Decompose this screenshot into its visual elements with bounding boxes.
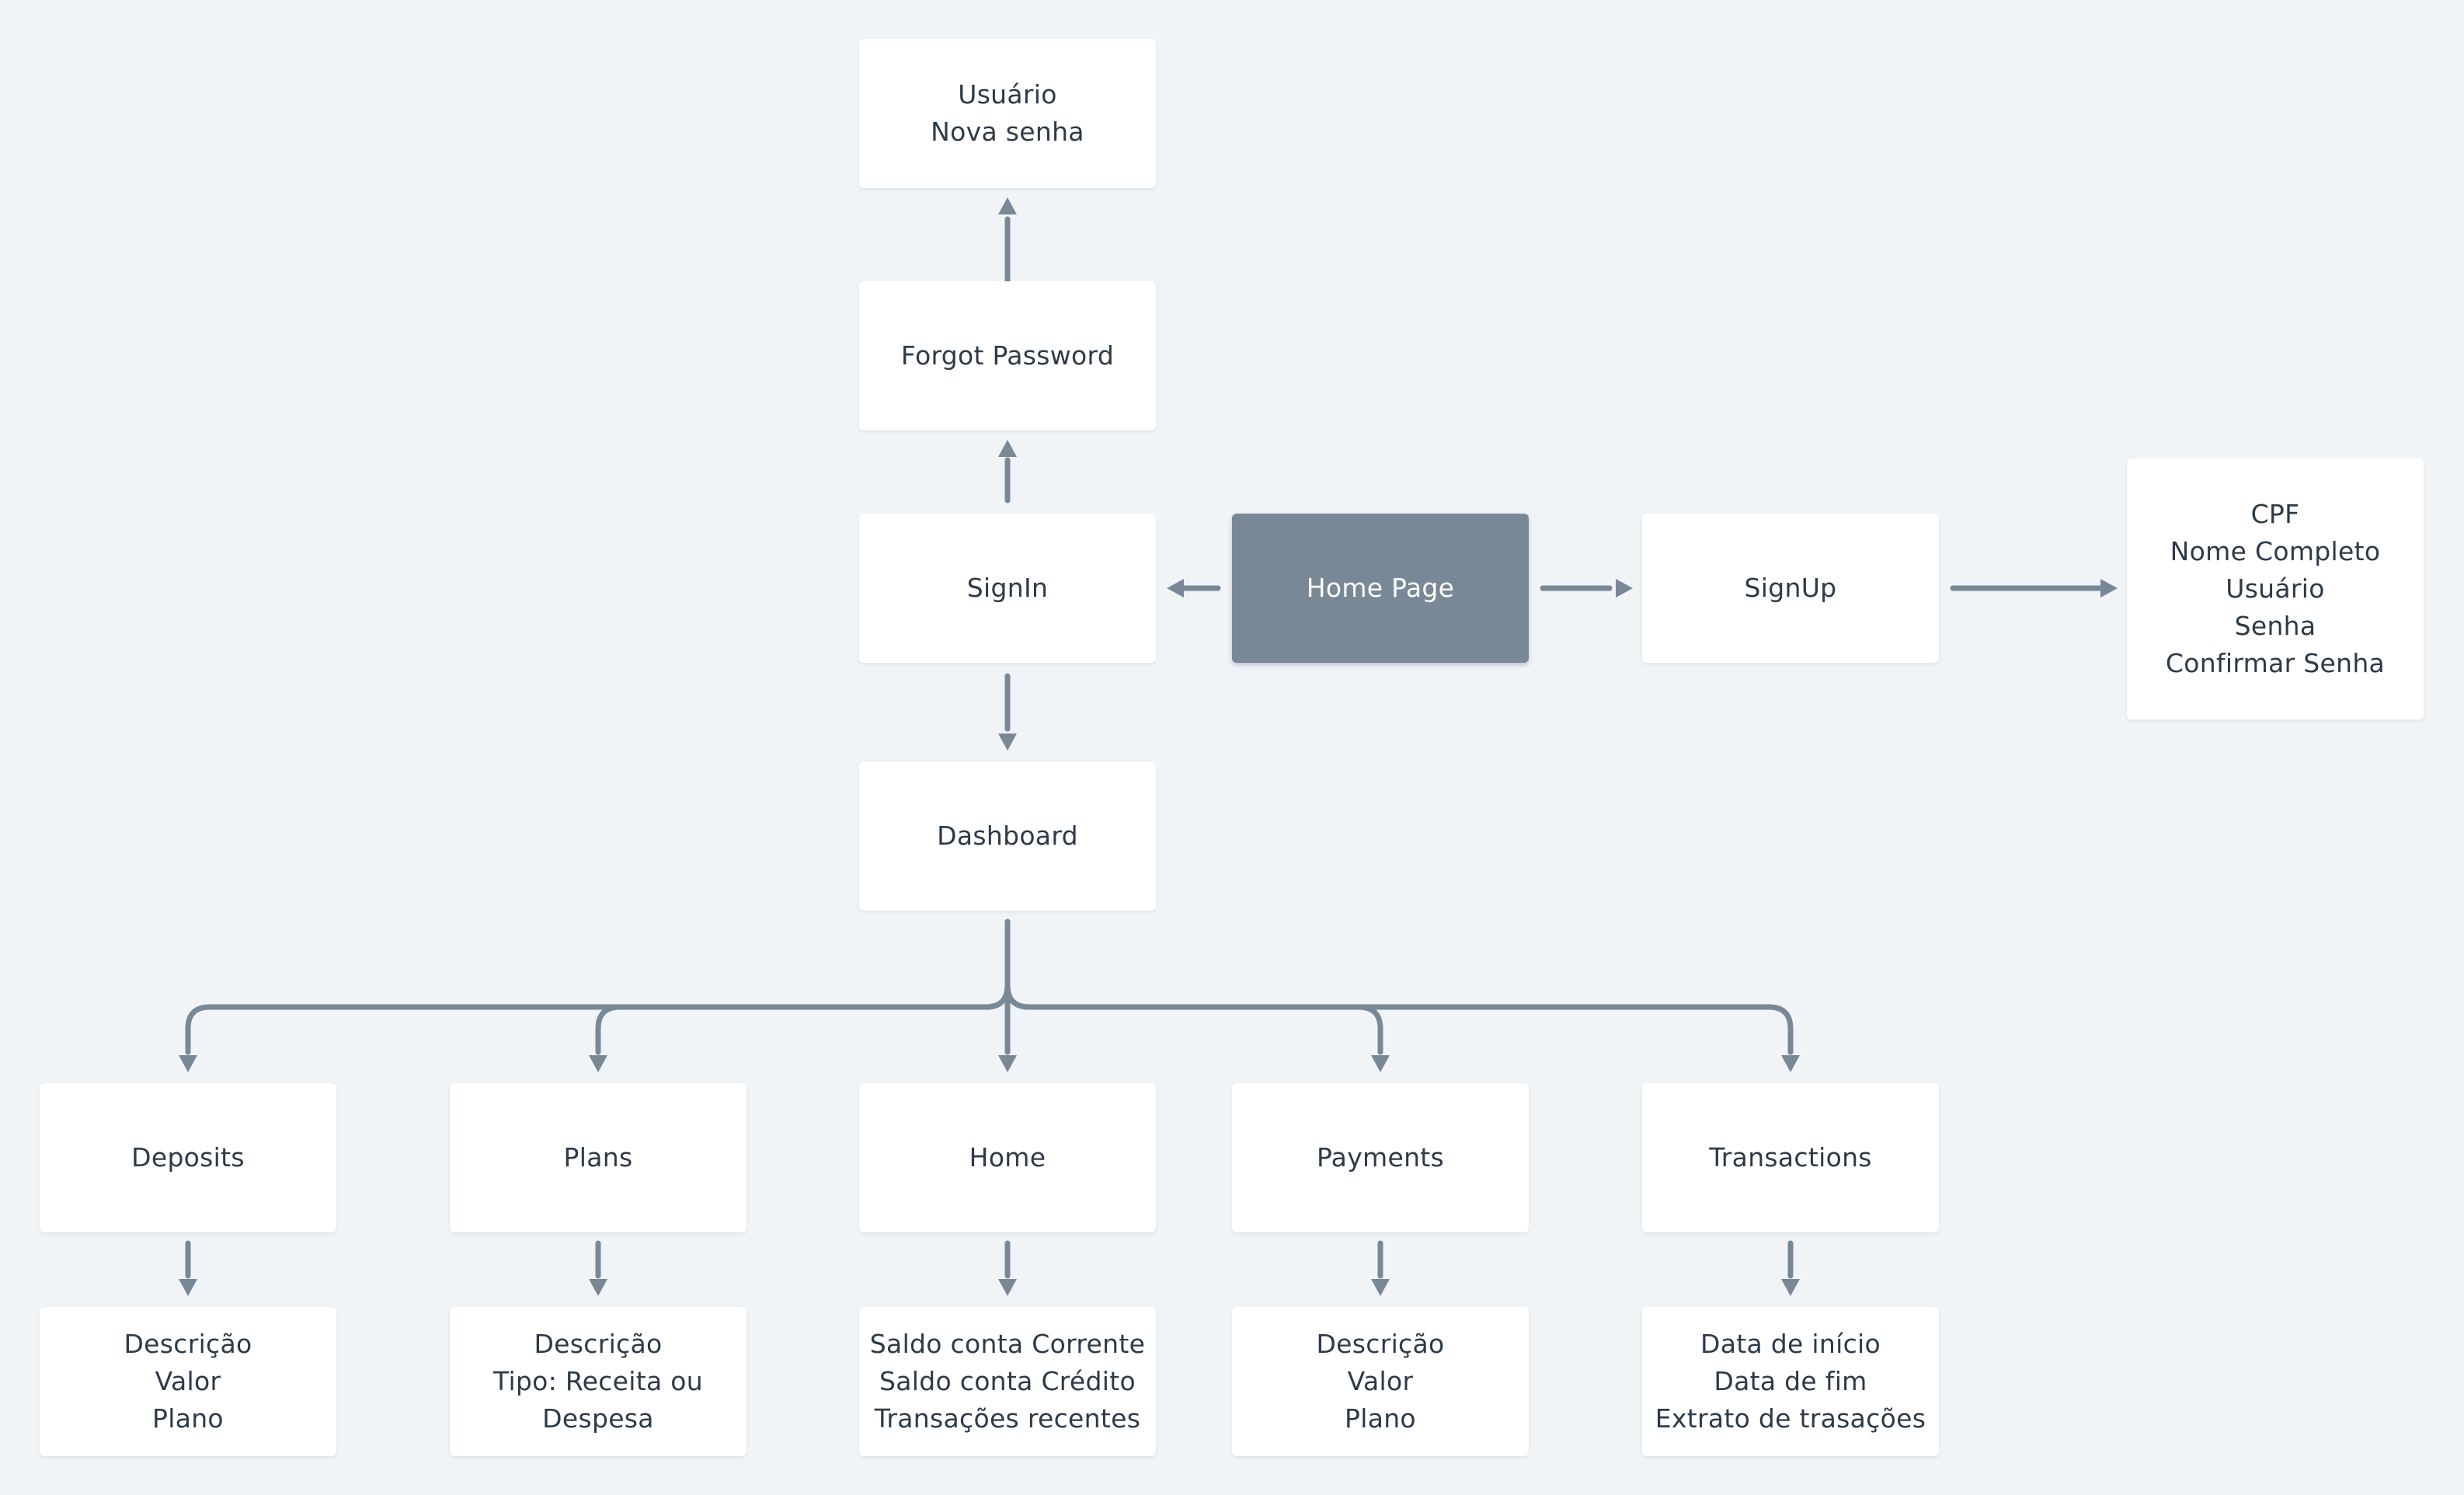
node-transactions-details[interactable]: Data de início Data de fim Extrato de tr… xyxy=(1642,1307,1939,1456)
node-text-line: Plano xyxy=(152,1403,224,1434)
node-text-line: Data de fim xyxy=(1714,1366,1867,1396)
node-text-line: Payments xyxy=(1316,1142,1445,1173)
arrowhead-down xyxy=(1781,1279,1800,1296)
node-text-line: Extrato de trasações xyxy=(1655,1403,1926,1434)
node-text-line: Transações recentes xyxy=(874,1403,1141,1434)
arrowhead-down xyxy=(998,1279,1017,1296)
connector-dashboard-payments xyxy=(1004,982,1383,1055)
node-text-line: Valor xyxy=(155,1366,221,1396)
arrowhead-down xyxy=(179,1279,197,1296)
arrowhead-up xyxy=(998,440,1017,457)
node-text-line: Nova senha xyxy=(931,117,1084,147)
node-text-line: CPF xyxy=(2250,499,2300,529)
connector-dashboard-plans xyxy=(595,982,1011,1055)
node-text-line: Data de início xyxy=(1700,1329,1881,1359)
node-text-line: Tipo: Receita ou xyxy=(493,1366,703,1396)
node-signup[interactable]: SignUp xyxy=(1642,514,1939,663)
node-transactions[interactable]: Transactions xyxy=(1642,1083,1939,1232)
node-text-line: Valor xyxy=(1347,1366,1414,1396)
arrowhead-down xyxy=(1781,1055,1800,1072)
node-payments-details[interactable]: Descrição Valor Plano xyxy=(1232,1307,1529,1456)
node-text-line: Descrição xyxy=(124,1329,252,1359)
node-text-line: Confirmar Senha xyxy=(2165,648,2386,678)
node-forgot-password[interactable]: Forgot Password xyxy=(859,281,1156,430)
node-text-line: Transactions xyxy=(1709,1142,1872,1173)
arrowhead-down xyxy=(589,1279,607,1296)
node-text-line: Usuário xyxy=(958,79,1057,110)
node-signin[interactable]: SignIn xyxy=(859,514,1156,663)
node-text-line: Nome Completo xyxy=(2170,536,2381,566)
node-text-line: Despesa xyxy=(542,1403,654,1434)
node-text-line: Saldo conta Corrente xyxy=(869,1329,1146,1359)
node-signup-fields[interactable]: CPF Nome Completo Usuário Senha Confirma… xyxy=(2127,458,2424,720)
node-payments[interactable]: Payments xyxy=(1232,1083,1529,1232)
connector-dashboard-transactions xyxy=(1004,982,1794,1055)
node-text-line: SignUp xyxy=(1744,573,1837,603)
node-dashboard[interactable]: Dashboard xyxy=(859,761,1156,911)
node-text-line: Usuário xyxy=(2226,573,2325,604)
arrowhead-down xyxy=(998,734,1017,751)
node-text-line: Home xyxy=(969,1142,1046,1173)
node-usuario-nova-senha[interactable]: Usuário Nova senha xyxy=(859,39,1156,188)
node-deposits-details[interactable]: Descrição Valor Plano xyxy=(40,1307,336,1456)
node-text-line: SignIn xyxy=(966,573,1049,603)
node-text-line: Forgot Password xyxy=(900,340,1115,371)
arrowhead-right xyxy=(1616,579,1633,598)
arrowhead-down xyxy=(1371,1055,1390,1072)
node-home-page[interactable]: Home Page xyxy=(1232,514,1529,663)
arrowhead-down xyxy=(179,1055,197,1072)
node-home[interactable]: Home xyxy=(859,1083,1156,1232)
arrowhead-down xyxy=(998,1055,1017,1072)
arrowhead-down xyxy=(1371,1279,1390,1296)
node-text-line: Senha xyxy=(2234,611,2316,641)
node-plans[interactable]: Plans xyxy=(450,1083,747,1232)
node-text-line: Saldo conta Crédito xyxy=(879,1366,1136,1396)
arrowhead-up xyxy=(998,197,1017,214)
node-text-line: Plans xyxy=(563,1142,633,1173)
node-text-line: Dashboard xyxy=(937,821,1078,851)
node-text-line: Descrição xyxy=(534,1329,663,1359)
node-plans-details[interactable]: Descrição Tipo: Receita ou Despesa xyxy=(450,1307,747,1456)
arrowhead-down xyxy=(589,1055,607,1072)
node-text-line: Descrição xyxy=(1316,1329,1445,1359)
node-text-line: Deposits xyxy=(131,1142,245,1173)
arrowhead-left xyxy=(1167,579,1184,598)
node-home-details[interactable]: Saldo conta Corrente Saldo conta Crédito… xyxy=(859,1307,1156,1456)
node-text-line: Home Page xyxy=(1306,573,1455,603)
node-deposits[interactable]: Deposits xyxy=(40,1083,336,1232)
node-text-line: Plano xyxy=(1345,1403,1416,1434)
arrowhead-right xyxy=(2100,579,2118,598)
